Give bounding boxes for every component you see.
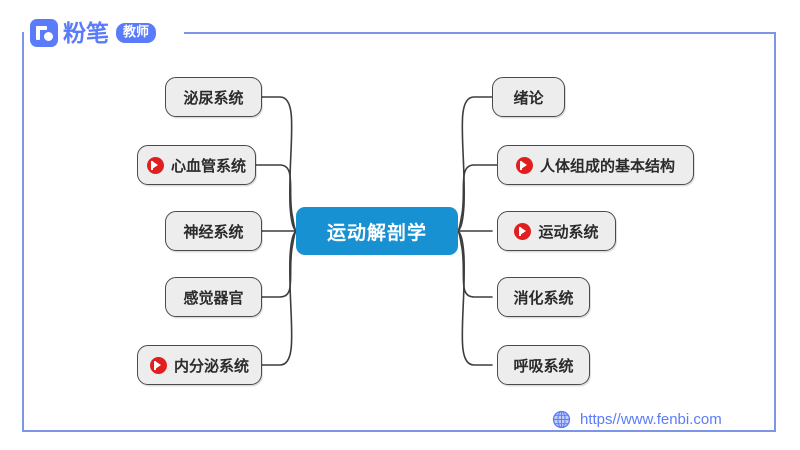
node-label: 感觉器官 (183, 289, 244, 307)
node-label: 心血管系统 (170, 157, 246, 175)
center-node-label: 运动解剖学 (326, 222, 427, 244)
mindmap-node-left-4[interactable]: 感觉器官 (165, 277, 262, 317)
node-label: 神经系统 (183, 223, 244, 241)
mindmap-node-right-1[interactable]: 绪论 (492, 77, 565, 117)
mindmap-node-left-5[interactable]: 内分泌系统 (137, 345, 262, 385)
play-icon (514, 222, 532, 240)
brand-name: 粉笔 (63, 19, 109, 46)
globe-icon (552, 410, 571, 429)
brand-badge: 教师 (116, 23, 157, 43)
node-label: 绪论 (513, 89, 544, 107)
footer-url-text[interactable]: https//www.fenbi.com (580, 411, 722, 428)
slide-frame-border (22, 32, 776, 432)
mindmap-node-right-2[interactable]: 人体组成的基本结构 (497, 145, 694, 185)
node-label: 消化系统 (513, 289, 574, 307)
mindmap-node-left-1[interactable]: 泌尿系统 (165, 77, 262, 117)
play-icon (515, 156, 533, 174)
mindmap-center-node[interactable]: 运动解剖学 (296, 207, 458, 255)
node-label: 呼吸系统 (513, 357, 574, 375)
mindmap-node-left-3[interactable]: 神经系统 (165, 211, 262, 251)
fenbi-logo-icon (30, 19, 58, 47)
play-icon (149, 356, 167, 374)
brand-logo: 粉笔 教师 (30, 18, 157, 48)
mindmap-node-right-4[interactable]: 消化系统 (497, 277, 590, 317)
mindmap-node-left-2[interactable]: 心血管系统 (137, 145, 256, 185)
mindmap-node-right-5[interactable]: 呼吸系统 (497, 345, 590, 385)
play-icon (146, 156, 164, 174)
node-label: 内分泌系统 (173, 357, 249, 375)
footer-url-block: https//www.fenbi.com (552, 410, 722, 429)
node-label: 人体组成的基本结构 (539, 157, 675, 175)
mindmap-node-right-3[interactable]: 运动系统 (497, 211, 616, 251)
node-label: 泌尿系统 (183, 89, 244, 107)
node-label: 运动系统 (538, 223, 599, 241)
